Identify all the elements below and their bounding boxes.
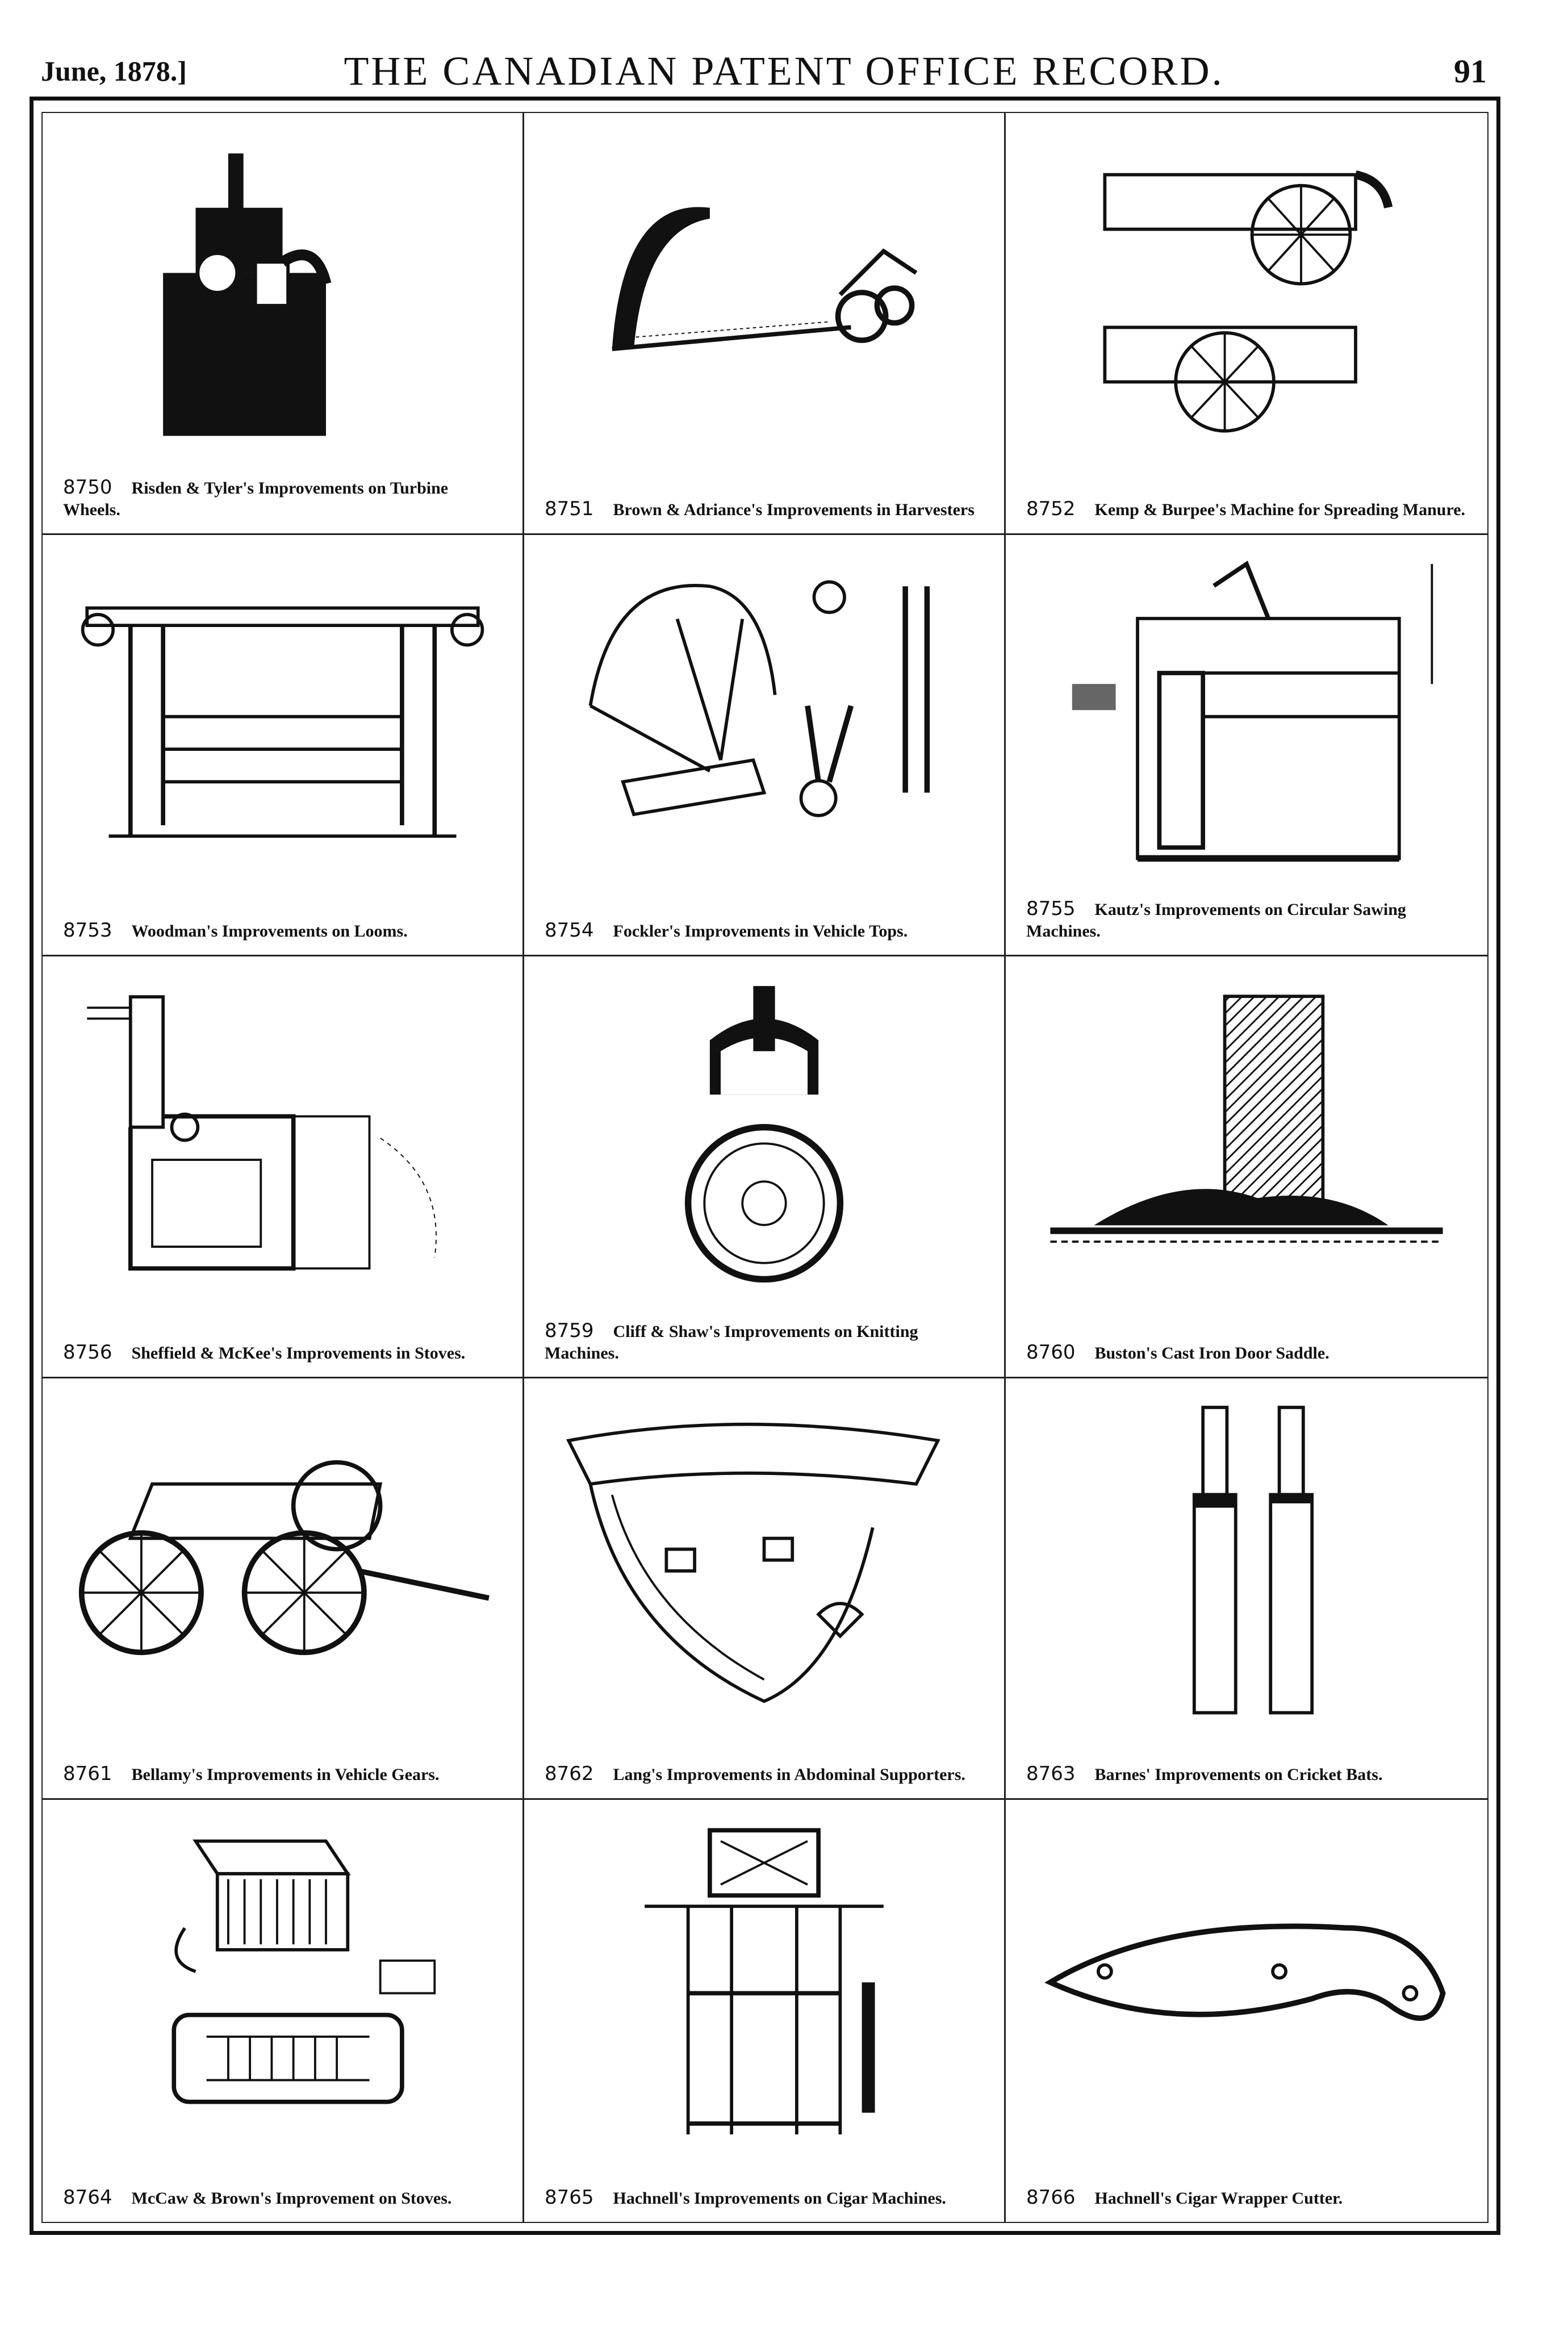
patent-number: 8759 (545, 1319, 594, 1342)
knitting-machine-drawing (547, 973, 981, 1303)
patent-title: Sheffield & McKee's Improvements in Stov… (131, 1343, 466, 1363)
patent-caption: 8754 Fockler's Improvements in Vehicle To… (545, 920, 987, 942)
patent-number: 8750 (63, 475, 112, 499)
patent-number: 8762 (545, 1762, 594, 1786)
patent-cell-8753: 8753 Woodman's Improvements on Looms. (43, 534, 524, 957)
patent-number: 8755 (1026, 897, 1076, 921)
patent-cell-8751: 8751 Brown & Adriance's Improvements in H… (524, 113, 1006, 535)
patent-number: 8752 (1026, 497, 1076, 520)
patent-caption: 8751 Brown & Adriance's Improvements in H… (545, 498, 987, 521)
patent-cell-8761: 8761 Bellamy's Improvements in Vehicle Ge… (43, 1378, 524, 1800)
patent-cell-8766: 8766 Hachnell's Cigar Wrapper Cutter. (1006, 1800, 1487, 2222)
patent-number: 8766 (1026, 2186, 1076, 2209)
patent-cell-8754: 8754 Fockler's Improvements in Vehicle To… (524, 534, 1006, 957)
patent-caption: 8763 Barnes' Improvements on Cricket Bats… (1026, 1763, 1470, 1786)
vehicle-top-drawing (547, 552, 981, 881)
patent-cell-8764: 8764 McCaw & Brown's Improvement on Stove… (43, 1800, 524, 2222)
patent-caption: 8765 Hachnell's Improvements on Cigar Mac… (545, 2187, 987, 2209)
patent-caption: 8766 Hachnell's Cigar Wrapper Cutter. (1026, 2187, 1470, 2209)
patent-caption: 8753 Woodman's Improvements on Looms. (63, 920, 505, 942)
patent-number: 8756 (63, 1340, 112, 1364)
cricket-bat-drawing (1028, 1395, 1465, 1725)
patent-caption: 8762 Lang's Improvements in Abdominal Sup… (545, 1763, 987, 1786)
patent-number: 8754 (545, 919, 594, 942)
loom-drawing (65, 552, 500, 881)
patent-title: Kemp & Burpee's Machine for Spreading Ma… (1094, 500, 1466, 519)
manure-spreader-drawing (1028, 130, 1465, 459)
patent-cell-8763: 8763 Barnes' Improvements on Cricket Bats… (1006, 1378, 1487, 1800)
patent-number: 8751 (545, 497, 594, 520)
patent-title: Buston's Cast Iron Door Saddle. (1094, 1343, 1329, 1363)
abdominal-supporter-drawing (547, 1395, 981, 1725)
patent-number: 8753 (63, 919, 112, 942)
patent-title: Hachnell's Cigar Wrapper Cutter. (1094, 2188, 1343, 2208)
patent-title: Fockler's Improvements in Vehicle Tops. (613, 922, 908, 941)
patent-caption: 8760 Buston's Cast Iron Door Saddle. (1026, 1342, 1470, 1364)
vehicle-gear-drawing (65, 1395, 500, 1725)
issue-date: June, 1878.] (41, 55, 187, 87)
patent-caption: 8761 Bellamy's Improvements in Vehicle Ge… (63, 1763, 505, 1786)
patent-title: Brown & Adriance's Improvements in Harve… (613, 500, 975, 519)
patent-number: 8764 (63, 2186, 112, 2209)
patent-number: 8760 (1026, 1340, 1076, 1364)
patent-number: 8763 (1026, 1762, 1076, 1786)
sawing-machine-drawing (1028, 552, 1465, 881)
patent-title: Barnes' Improvements on Cricket Bats. (1094, 1765, 1383, 1785)
stove-drawing (65, 973, 500, 1303)
door-saddle-drawing (1028, 973, 1465, 1303)
patent-cell-8752: 8752 Kemp & Burpee's Machine for Spreadin… (1006, 113, 1487, 535)
patent-title: Cliff & Shaw's Improvements on Knitting … (545, 1322, 918, 1363)
patent-caption: 8756 Sheffield & McKee's Improvements in … (63, 1342, 505, 1364)
patent-title: Kautz's Improvements on Circular Sawing … (1026, 900, 1406, 941)
patent-title: Lang's Improvements in Abdominal Support… (613, 1765, 965, 1785)
patent-cell-8762: 8762 Lang's Improvements in Abdominal Sup… (524, 1378, 1006, 1800)
page-number: 91 (1454, 53, 1487, 90)
patent-cell-8760: 8760 Buston's Cast Iron Door Saddle. (1006, 956, 1487, 1378)
turbine-wheel-drawing (65, 130, 500, 459)
patent-caption: 8764 McCaw & Brown's Improvement on Stove… (63, 2187, 505, 2209)
patent-title: Hachnell's Improvements on Cigar Machine… (613, 2188, 946, 2208)
patent-cell-8765: 8765 Hachnell's Improvements on Cigar Mac… (524, 1800, 1006, 2222)
patent-number: 8761 (63, 1762, 112, 1786)
publication-title: THE CANADIAN PATENT OFFICE RECORD. (344, 48, 1224, 94)
page-header: June, 1878.] THE CANADIAN PATENT OFFICE … (0, 0, 1568, 102)
patent-title: McCaw & Brown's Improvement on Stoves. (131, 2188, 452, 2208)
cigar-wrapper-cutter-drawing (1028, 1817, 1465, 2148)
patent-caption: 8752 Kemp & Burpee's Machine for Spreadin… (1026, 498, 1470, 521)
harvester-drawing (547, 130, 981, 459)
patent-cell-8756: 8756 Sheffield & McKee's Improvements in … (43, 956, 524, 1378)
cigar-machine-drawing (547, 1817, 981, 2148)
patent-number: 8765 (545, 2186, 594, 2209)
patent-title: Bellamy's Improvements in Vehicle Gears. (131, 1765, 440, 1785)
stove-drawing (65, 1817, 500, 2148)
patent-title: Woodman's Improvements on Looms. (131, 922, 408, 941)
patent-title: Risden & Tyler's Improvements on Turbine… (63, 478, 449, 519)
